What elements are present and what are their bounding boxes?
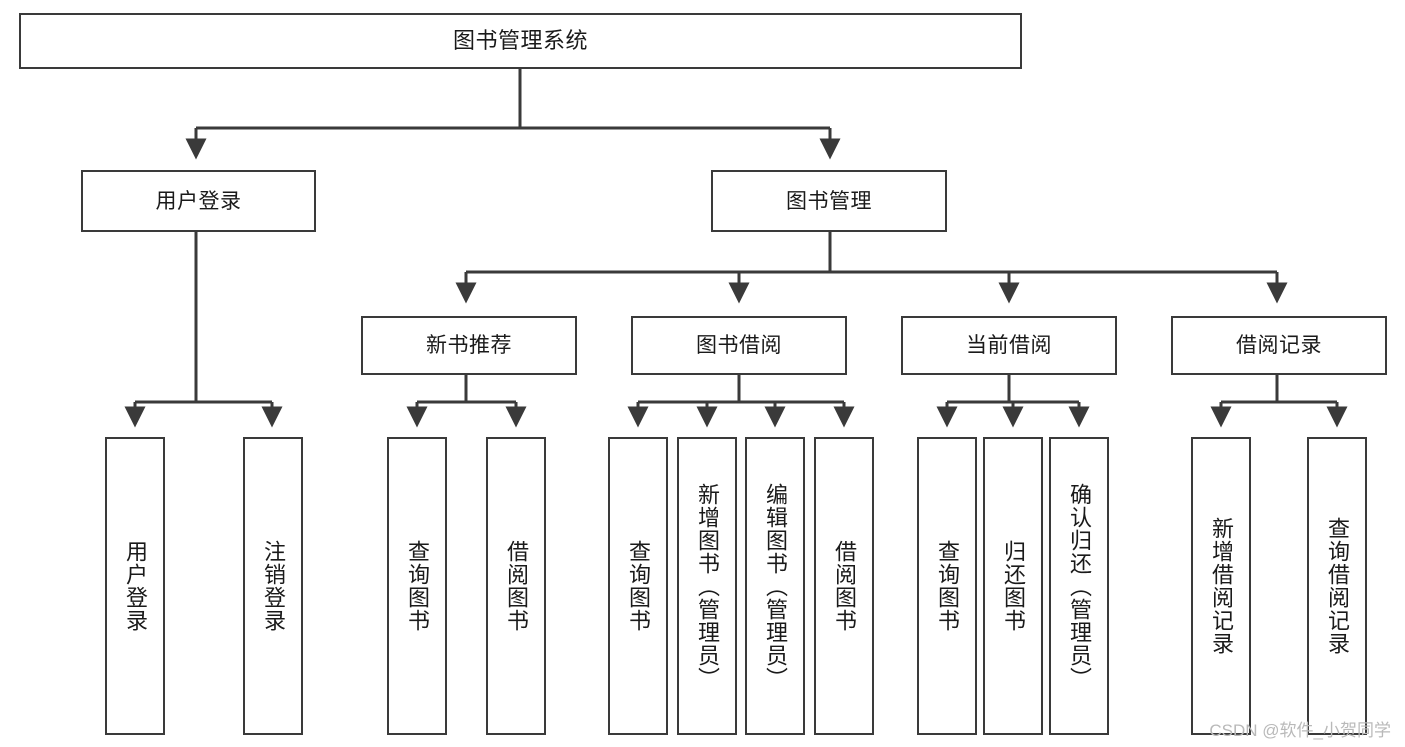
node-label: 借阅记录 [1236, 334, 1322, 357]
node-label: 确认归还（管理员） [1066, 482, 1092, 690]
node-label: 图书借阅 [696, 334, 782, 357]
leaf-borrow-record-query[interactable]: 查询借阅记录 [1307, 437, 1367, 735]
node-label: 查询图书 [404, 540, 430, 632]
node-book-borrow[interactable]: 图书借阅 [631, 316, 847, 375]
leaf-current-borrow-confirm-return[interactable]: 确认归还（管理员） [1049, 437, 1109, 735]
leaf-current-borrow-return[interactable]: 归还图书 [983, 437, 1043, 735]
leaf-book-borrow-borrow[interactable]: 借阅图书 [814, 437, 874, 735]
leaf-user-login-login[interactable]: 用户登录 [105, 437, 165, 735]
leaf-book-borrow-edit[interactable]: 编辑图书（管理员） [745, 437, 805, 735]
node-new-book-recommend[interactable]: 新书推荐 [361, 316, 577, 375]
node-borrow-record[interactable]: 借阅记录 [1171, 316, 1387, 375]
node-label: 新增借阅记录 [1208, 517, 1234, 655]
node-label: 查询图书 [934, 540, 960, 632]
leaf-book-borrow-query[interactable]: 查询图书 [608, 437, 668, 735]
node-root-system[interactable]: 图书管理系统 [19, 13, 1022, 69]
node-label: 用户登录 [122, 540, 148, 632]
node-label: 新增图书（管理员） [694, 482, 720, 690]
node-label: 注销登录 [260, 540, 286, 632]
leaf-borrow-record-add[interactable]: 新增借阅记录 [1191, 437, 1251, 735]
node-label: 借阅图书 [831, 540, 857, 632]
node-label: 借阅图书 [503, 540, 529, 632]
node-label: 用户登录 [155, 189, 242, 213]
leaf-user-login-logout[interactable]: 注销登录 [243, 437, 303, 735]
leaf-new-book-query[interactable]: 查询图书 [387, 437, 447, 735]
leaf-book-borrow-add[interactable]: 新增图书（管理员） [677, 437, 737, 735]
node-label: 归还图书 [1000, 540, 1026, 632]
node-label: 图书管理 [786, 189, 872, 213]
node-user-login[interactable]: 用户登录 [81, 170, 316, 232]
node-label: 查询借阅记录 [1324, 517, 1350, 655]
node-current-borrow[interactable]: 当前借阅 [901, 316, 1117, 375]
node-label: 新书推荐 [426, 334, 512, 357]
node-label: 图书管理系统 [452, 28, 588, 53]
node-book-management[interactable]: 图书管理 [711, 170, 947, 232]
node-label: 编辑图书（管理员） [762, 482, 788, 690]
watermark-text: CSDN @软件_小贺同学 [1209, 721, 1391, 740]
leaf-current-borrow-query[interactable]: 查询图书 [917, 437, 977, 735]
leaf-new-book-borrow[interactable]: 借阅图书 [486, 437, 546, 735]
node-label: 查询图书 [625, 540, 651, 632]
node-label: 当前借阅 [966, 334, 1052, 357]
